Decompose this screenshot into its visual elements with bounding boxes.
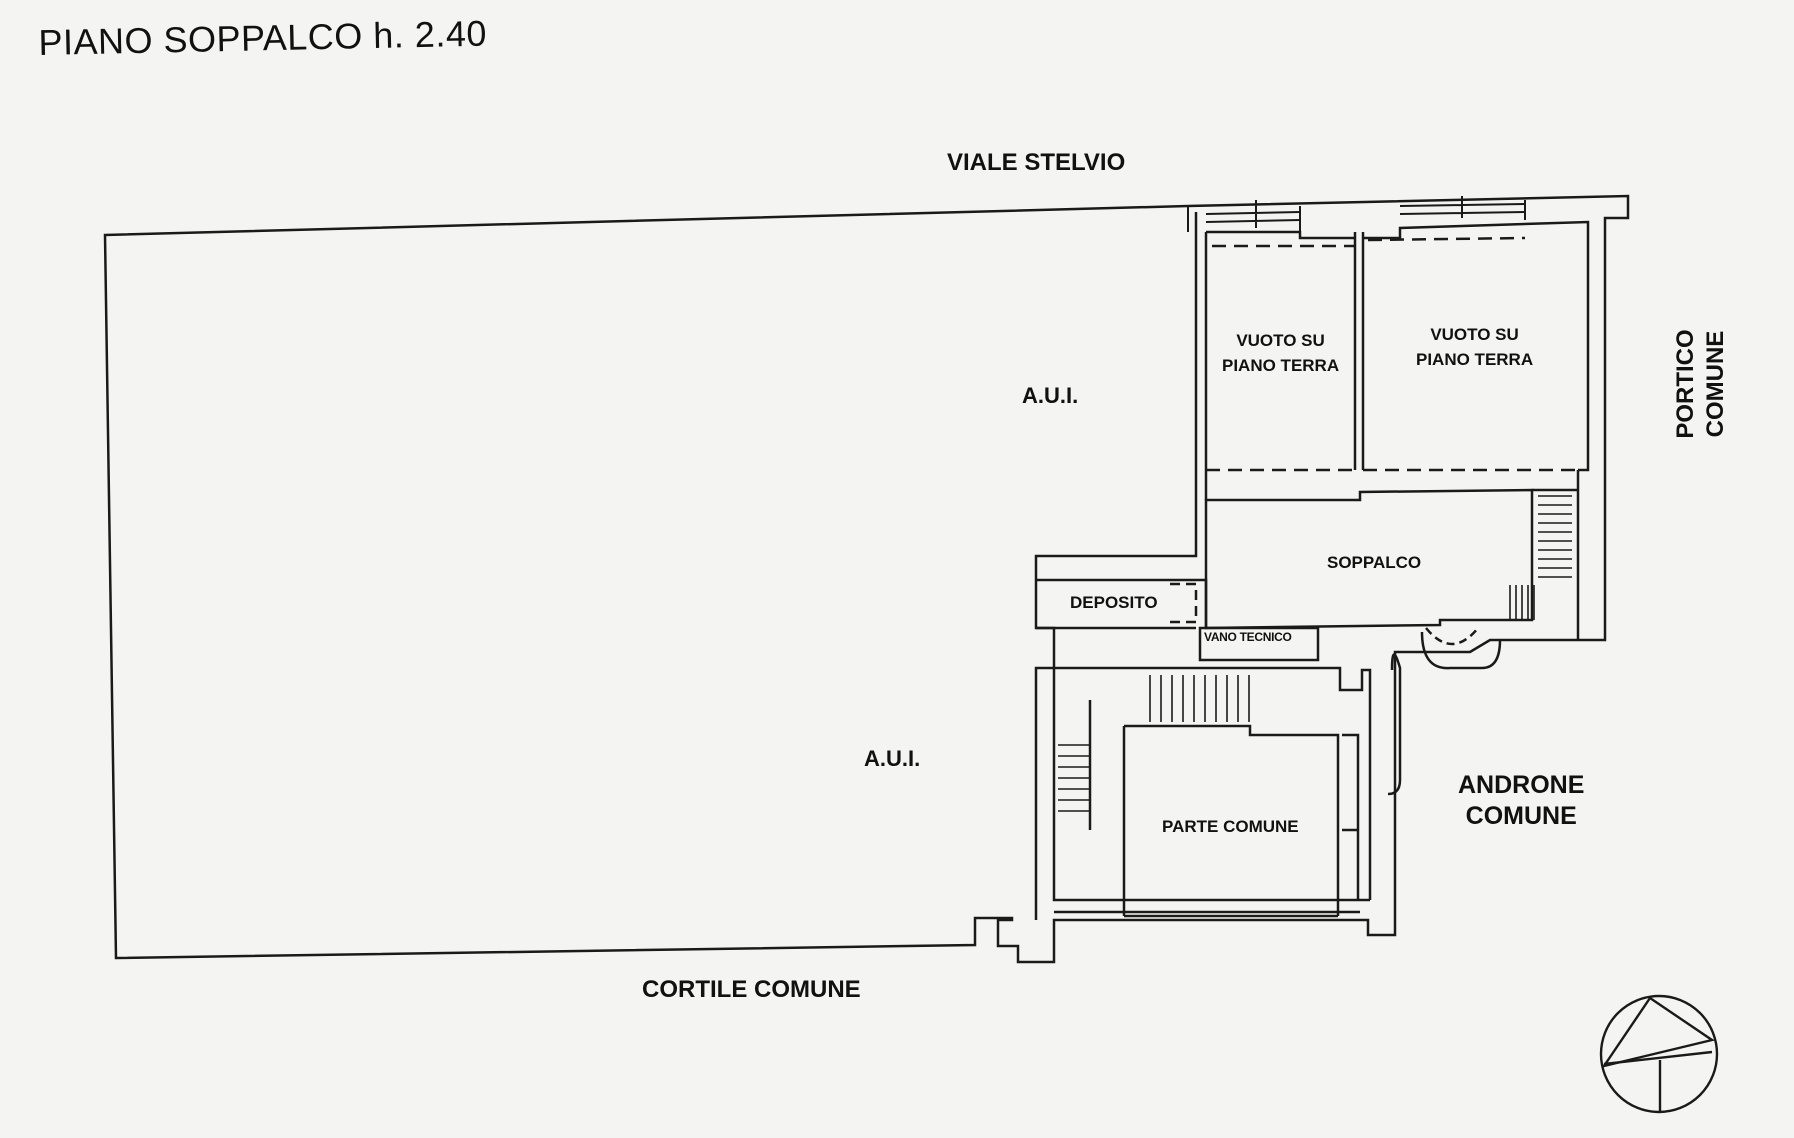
north-arrow-icon (1599, 994, 1719, 1114)
portico-label-line2: COMUNE (1702, 330, 1729, 438)
facade-pillar (1187, 200, 1526, 238)
street-north-label: VIALE STELVIO (947, 149, 1126, 176)
aui-boundary (103, 194, 1630, 964)
vuoto-left-label: VUOTO SU PIANO TERRA (1222, 330, 1339, 377)
bay-arc (1425, 627, 1479, 646)
stairs-group (1058, 495, 1572, 812)
deposito-walls (1036, 578, 1208, 630)
vuoto-left-line1: VUOTO SU (1236, 331, 1325, 350)
deposito-dash (1170, 582, 1198, 624)
vuoto-right-line1: VUOTO SU (1430, 325, 1519, 344)
androne-label-line2: COMUNE (1465, 802, 1577, 831)
vuoto-left-line2: PIANO TERRA (1222, 356, 1340, 376)
vuoto-right-label: VUOTO SU PIANO TERRA (1416, 324, 1533, 371)
vuoto-right-top-dash (1367, 236, 1526, 242)
courtyard-south-label: CORTILE COMUNE (642, 976, 861, 1003)
soppalco-label: SOPPALCO (1327, 553, 1422, 572)
north-windows (1187, 196, 1526, 238)
vano-tecnico-label: VANO TECNICO (1204, 630, 1292, 644)
bay-curve (1420, 631, 1502, 670)
aui-top-label: A.U.I. (1022, 383, 1079, 408)
androne-label-line1: ANDRONE (1458, 771, 1585, 799)
portico-east-label: PORTICO COMUNE (1671, 319, 1731, 449)
west-wall-lower (1034, 666, 1370, 920)
parte-comune-inner-left (1088, 700, 1126, 916)
stair-east-walls (1532, 470, 1580, 640)
window-left (1205, 200, 1301, 228)
portico-label-line1: PORTICO (1672, 329, 1699, 439)
androne-label: ANDRONE COMUNE (1458, 770, 1584, 833)
south-wall (1054, 910, 1360, 918)
west-wall-upper (1034, 212, 1198, 668)
aui-bottom-label: A.U.I. (864, 746, 921, 771)
partition-vuoto (1353, 232, 1365, 470)
parte-comune-right-jamb (1342, 733, 1360, 900)
vano-tecnico-box (1198, 626, 1320, 662)
vuoto-right-line2: PIANO TERRA (1416, 350, 1534, 370)
parte-comune-label: PARTE COMUNE (1162, 817, 1299, 836)
window-right (1399, 196, 1526, 218)
parte-comune-walls (1054, 666, 1372, 900)
parte-comune-inner (1124, 724, 1340, 916)
deposito-label: DEPOSITO (1070, 593, 1158, 612)
androne-curve (1387, 653, 1402, 796)
